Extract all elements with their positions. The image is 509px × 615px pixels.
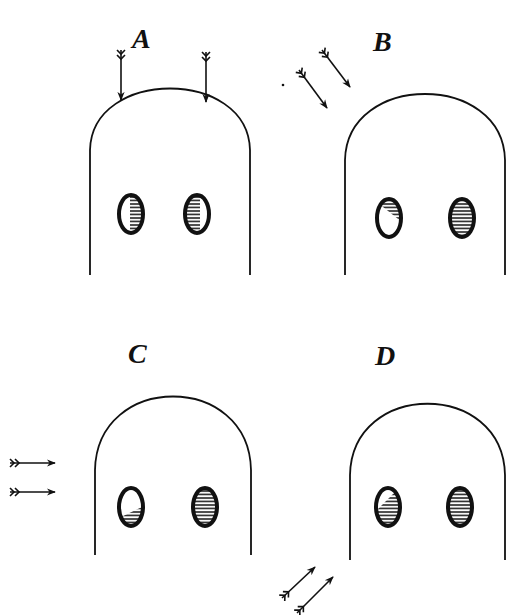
figure-letter: D xyxy=(375,342,395,370)
speck xyxy=(282,84,285,87)
figure-letter: A xyxy=(132,25,151,53)
figure-letter: C xyxy=(128,340,147,368)
head-outline xyxy=(90,89,505,561)
figure-letter: B xyxy=(373,28,392,56)
eyes xyxy=(115,192,474,526)
light-arrows xyxy=(10,50,350,613)
